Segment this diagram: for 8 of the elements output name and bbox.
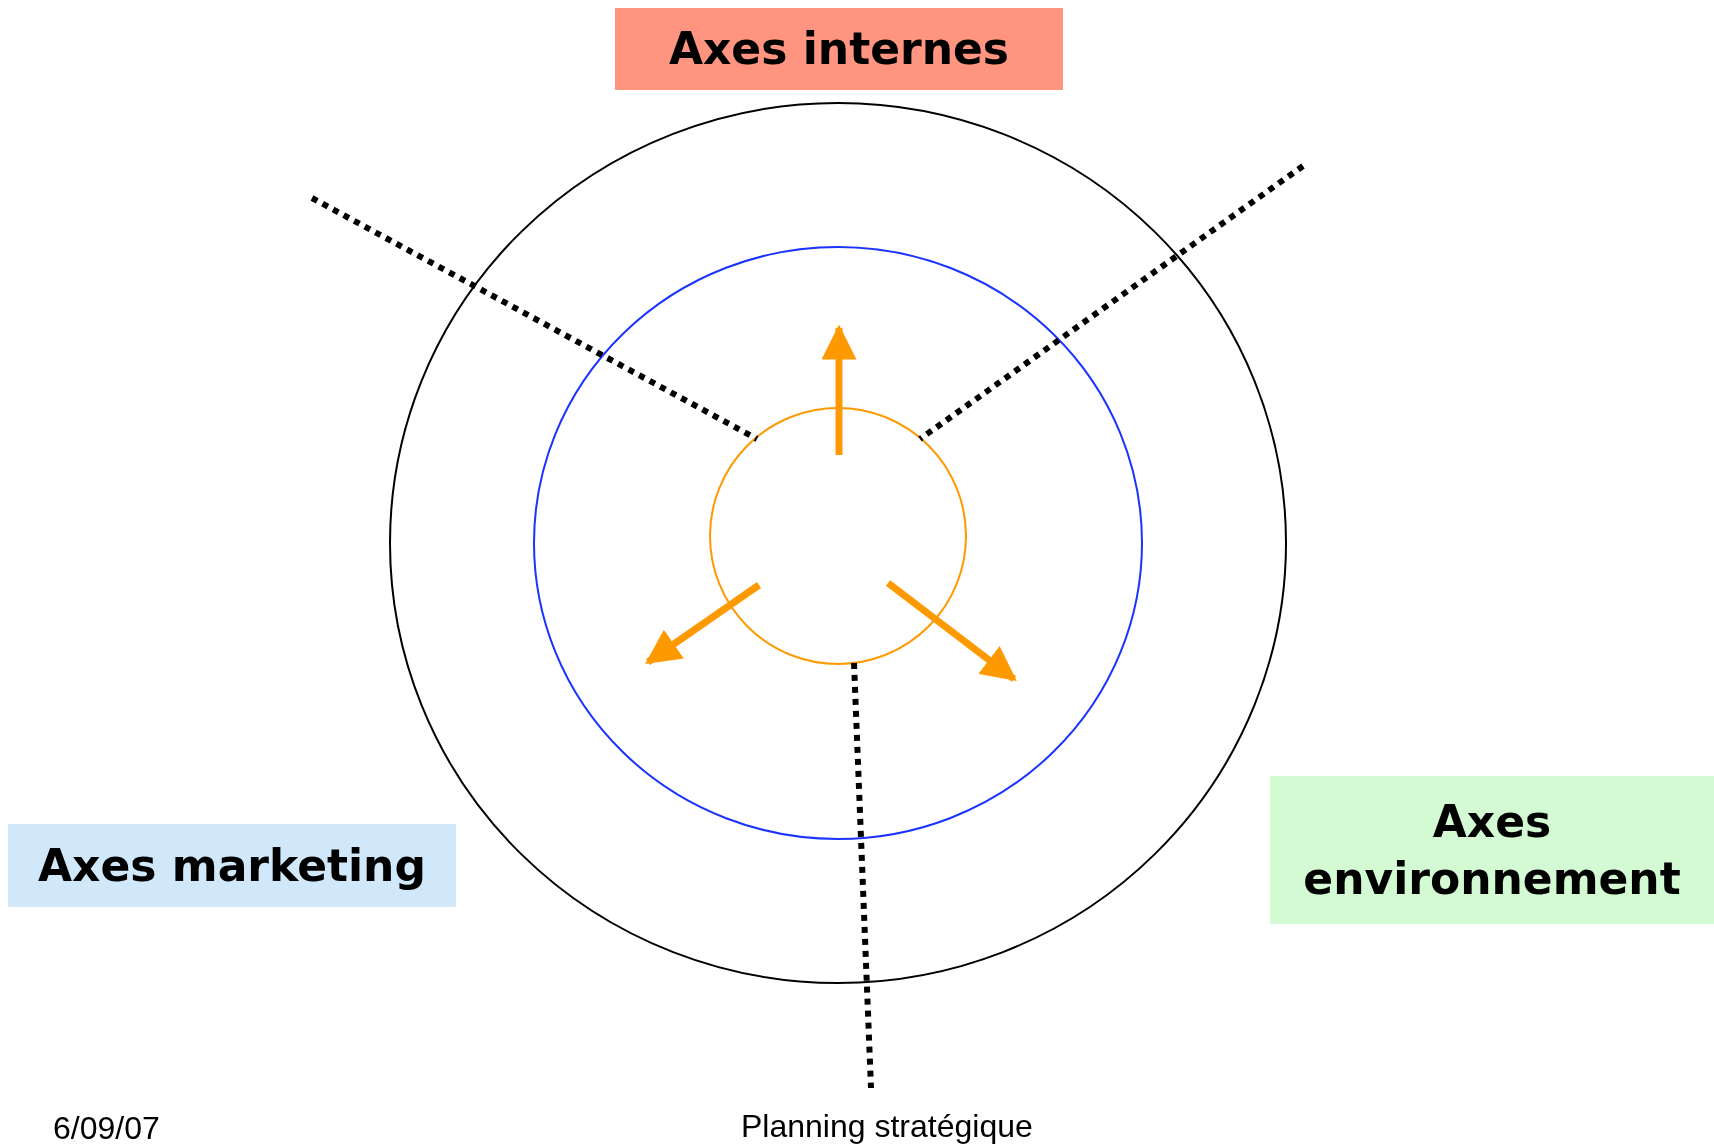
box-title: Axes environnement (1302, 794, 1682, 906)
date-text: 6/09/07 (53, 1110, 160, 1147)
box-title: Axes internes (668, 22, 1010, 77)
footer-text: Planning stratégique (741, 1108, 1033, 1145)
label-box (1270, 776, 1714, 924)
label-box (615, 8, 1063, 90)
label-box (8, 824, 456, 907)
box-title: Axes marketing (38, 838, 426, 893)
